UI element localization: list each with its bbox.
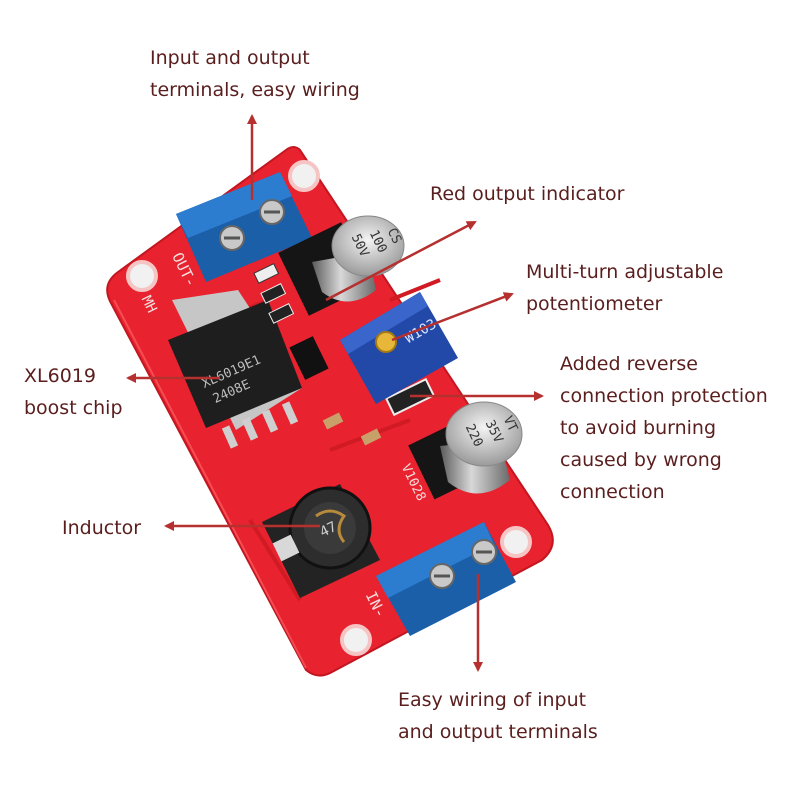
arrow-red-indicator <box>325 220 477 302</box>
mh-silkscreen: MH <box>138 293 160 315</box>
inductor-component: 47 <box>262 484 380 598</box>
callout-line: boost chip <box>24 397 123 419</box>
boost-chip: XL6019E1 2408E <box>168 290 302 449</box>
callout-line: Multi-turn adjustable <box>526 261 724 283</box>
arrow-potentiometer <box>391 292 514 342</box>
input-capacitor: VT 35V 220 <box>408 401 523 500</box>
callout-line: XL6019 <box>24 365 96 387</box>
callout-boost-chip: XL6019 boost chip <box>24 360 123 424</box>
arrows <box>126 114 544 672</box>
callout-terminals-bottom: Easy wiring of input and output terminal… <box>398 684 598 748</box>
cap-bottom-label-1: VT <box>500 414 520 435</box>
input-terminal-block <box>376 522 516 636</box>
callout-line: Easy wiring of input <box>398 689 587 711</box>
output-capacitor: CS 100 50V <box>278 215 405 316</box>
mounting-hole <box>340 624 372 656</box>
callout-line: connection <box>560 481 665 503</box>
callout-line: Inductor <box>62 517 142 539</box>
callout-terminals-top: Input and output terminals, easy wiring <box>150 42 360 106</box>
callout-line: caused by wrong <box>560 449 722 471</box>
callout-potentiometer: Multi-turn adjustable potentiometer <box>526 256 723 320</box>
callout-line: to avoid burning <box>560 417 717 439</box>
mounting-hole <box>500 526 532 558</box>
cap-top-label-1: CS <box>384 226 404 247</box>
callout-line: and output terminals <box>398 721 598 743</box>
callout-line: connection protection <box>560 385 768 407</box>
callout-red-indicator: Red output indicator <box>430 178 624 210</box>
potentiometer: W103 <box>340 292 458 404</box>
callout-line: terminals, easy wiring <box>150 79 360 101</box>
output-terminal-block <box>176 172 312 282</box>
mounting-hole <box>288 160 320 192</box>
callout-inductor: Inductor <box>62 512 141 544</box>
callout-line: potentiometer <box>526 293 663 315</box>
callout-line: Added reverse <box>560 353 698 375</box>
mounting-hole <box>126 260 158 292</box>
callout-line: Red output indicator <box>430 183 625 205</box>
callout-reverse-protection: Added reverse connection protection to a… <box>560 348 768 508</box>
callout-line: Input and output <box>150 47 310 69</box>
inductor-code: 47 <box>317 519 339 541</box>
